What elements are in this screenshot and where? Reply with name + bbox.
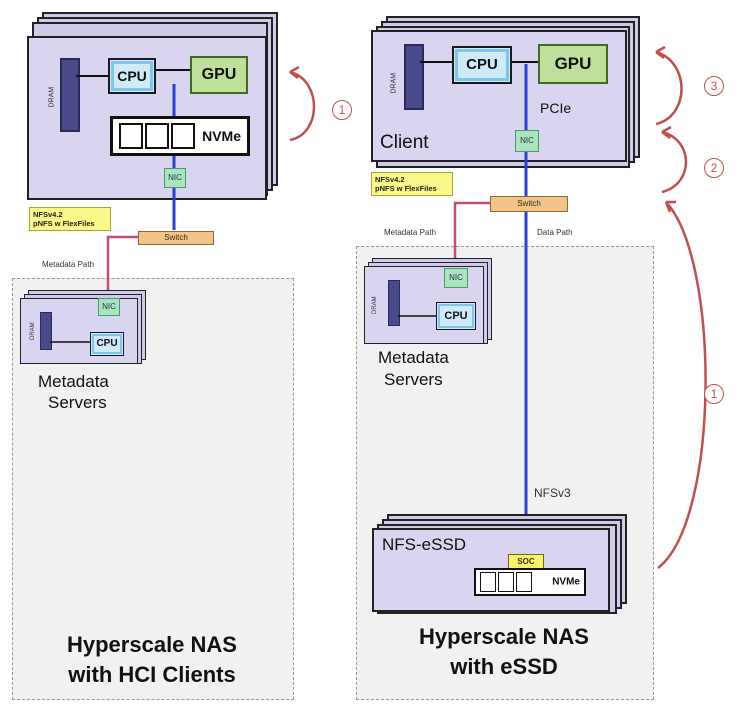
right-wiring bbox=[420, 61, 540, 554]
left-step-1-badge: 1 bbox=[332, 100, 352, 120]
right-protocol-note: NFSv4.2 pNFS w FlexFiles bbox=[371, 172, 453, 196]
left-title-line2: with HCI Clients bbox=[68, 662, 236, 687]
right-step-3-badge: 3 bbox=[704, 76, 724, 96]
left-switch: Switch bbox=[138, 231, 214, 245]
right-step-2-badge: 2 bbox=[704, 158, 724, 178]
right-title-line2: with eSSD bbox=[450, 654, 558, 679]
right-ms-label-line2: Servers bbox=[384, 370, 443, 389]
right-ms-cpu-chip: CPU bbox=[436, 302, 476, 330]
right-pcie-label: PCIe bbox=[540, 100, 572, 116]
left-metadata-path-label: Metadata Path bbox=[42, 260, 95, 269]
left-protocol-note: NFSv4.2 pNFS w FlexFiles bbox=[29, 207, 111, 231]
left-dram-module bbox=[60, 58, 80, 132]
right-essd-nvme-label: NVMe bbox=[552, 576, 580, 588]
right-title-line1: Hyperscale NAS bbox=[419, 624, 589, 649]
left-nvme-label: NVMe bbox=[202, 128, 241, 144]
left-note-line2: pNFS w FlexFiles bbox=[33, 219, 95, 228]
right-client-nic: NIC bbox=[515, 130, 539, 152]
left-ms-cpu-chip: CPU bbox=[90, 332, 124, 356]
right-essd-label: NFS-eSSD bbox=[382, 535, 467, 554]
left-ms-dram-module bbox=[40, 312, 52, 350]
left-client-nic: NIC bbox=[164, 168, 186, 188]
right-note-line1: NFSv4.2 bbox=[375, 175, 405, 184]
left-panel-title: Hyperscale NAS with HCI Clients bbox=[12, 630, 292, 690]
left-gpu-chip: GPU bbox=[190, 56, 248, 94]
right-nfsv3-label: NFSv3 bbox=[534, 486, 571, 500]
right-dram-module bbox=[404, 44, 424, 110]
right-note-line2: pNFS w FlexFiles bbox=[375, 184, 437, 193]
right-essd-nvme-drive: NVMe bbox=[474, 568, 586, 596]
right-essd-soc: SOC bbox=[508, 554, 544, 569]
right-ms-label-line1: Metadata bbox=[378, 348, 449, 367]
left-step-arrow bbox=[289, 65, 316, 142]
left-nvme-drive: NVMe bbox=[110, 116, 250, 156]
right-step-1-badge: 1 bbox=[704, 384, 724, 404]
right-switch: Switch bbox=[490, 196, 568, 212]
left-title-line1: Hyperscale NAS bbox=[67, 632, 237, 657]
right-ms-dram-module bbox=[388, 280, 400, 326]
left-note-line1: NFSv4.2 bbox=[33, 210, 63, 219]
left-cpu-chip: CPU bbox=[108, 58, 156, 94]
right-gpu-chip: GPU bbox=[538, 44, 608, 84]
right-step-arrows bbox=[655, 45, 707, 569]
right-ms-nic: NIC bbox=[444, 268, 468, 288]
right-data-path-label: Data Path bbox=[537, 228, 573, 237]
right-cpu-chip: CPU bbox=[452, 46, 512, 84]
right-ms-wiring bbox=[398, 315, 436, 317]
right-metadata-path-label: Metadata Path bbox=[384, 228, 437, 237]
left-ms-label-line1: Metadata bbox=[38, 372, 109, 391]
right-client-label: Client bbox=[380, 132, 429, 153]
left-ms-nic: NIC bbox=[98, 298, 120, 316]
right-panel-title: Hyperscale NAS with eSSD bbox=[356, 622, 652, 682]
left-ms-label-line2: Servers bbox=[48, 393, 107, 412]
left-ms-wiring bbox=[50, 341, 92, 343]
